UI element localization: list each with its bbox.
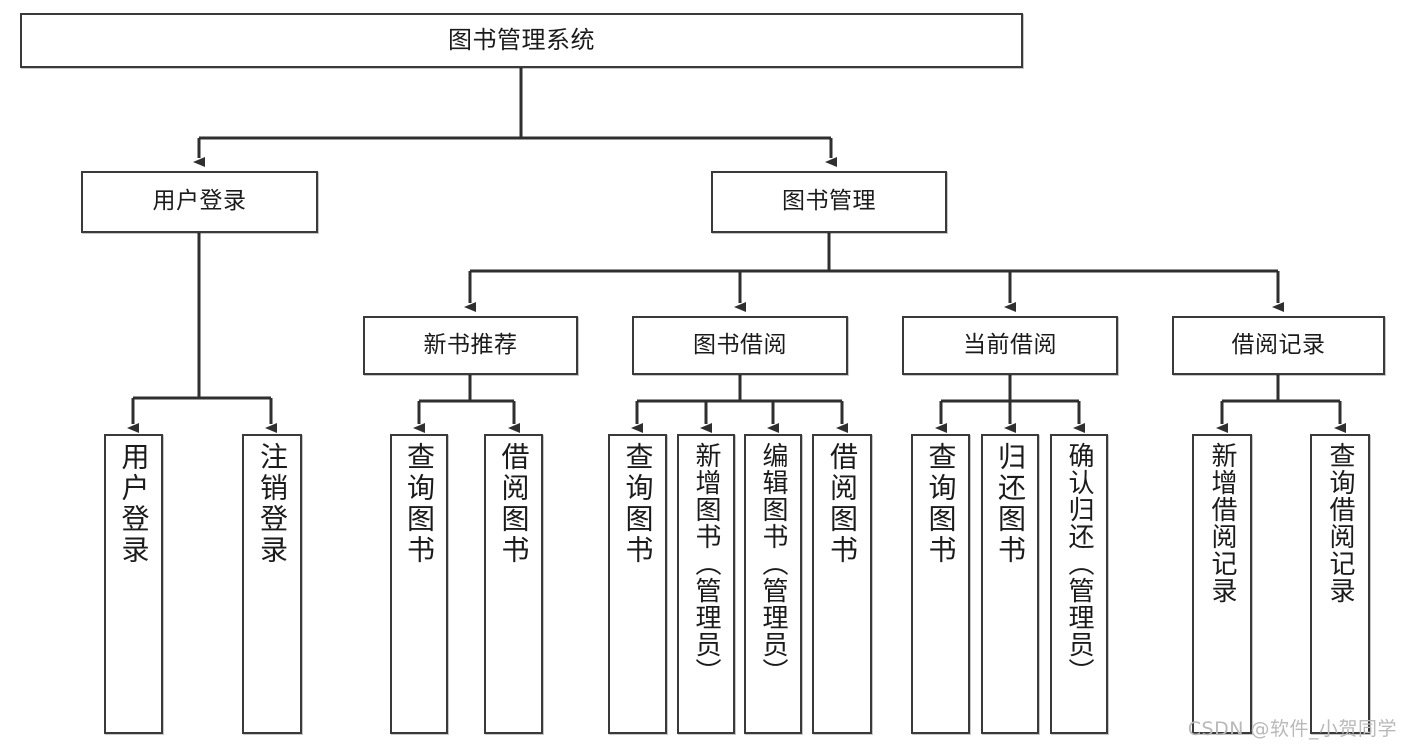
node-new-book-recommend[interactable]: 新书推荐 (363, 316, 578, 375)
node-root-label: 图书管理系统 (448, 26, 595, 55)
node-book-borrow[interactable]: 图书借阅 (632, 316, 848, 375)
leaf-edit-book[interactable]: 编辑图书（管理员） (744, 434, 802, 734)
node-borrow-record[interactable]: 借阅记录 (1172, 316, 1385, 375)
leaf-query-book-2-label: 查询图书 (621, 442, 655, 566)
leaf-return-book-label: 归还图书 (994, 442, 1027, 566)
leaf-logout-label: 注销登录 (256, 442, 289, 566)
leaf-confirm-return-label: 确认归还（管理员） (1064, 442, 1094, 685)
node-user-login-label: 用户登录 (152, 188, 247, 215)
leaf-add-book[interactable]: 新增图书（管理员） (677, 434, 735, 734)
node-book-borrow-label: 图书借阅 (693, 331, 787, 358)
watermark: CSDN @软件_小贺同学 (1187, 718, 1397, 740)
leaf-query-book-3-label: 查询图书 (924, 442, 958, 566)
node-user-login[interactable]: 用户登录 (81, 171, 318, 233)
leaf-user-login[interactable]: 用户登录 (104, 434, 163, 734)
node-root[interactable]: 图书管理系统 (20, 13, 1023, 68)
node-current-borrow-label: 当前借阅 (963, 331, 1057, 358)
leaf-query-book-3[interactable]: 查询图书 (911, 434, 970, 734)
leaf-borrow-book-1[interactable]: 借阅图书 (484, 434, 543, 734)
leaf-query-record-label: 查询借阅记录 (1325, 442, 1355, 604)
leaf-borrow-book-2-label: 借阅图书 (826, 442, 859, 566)
leaf-logout[interactable]: 注销登录 (242, 434, 302, 734)
leaf-add-record-label: 新增借阅记录 (1207, 442, 1237, 604)
node-book-manage-label: 图书管理 (782, 188, 876, 215)
leaf-add-book-label: 新增图书（管理员） (691, 442, 721, 685)
node-book-manage[interactable]: 图书管理 (711, 171, 947, 233)
leaf-edit-book-label: 编辑图书（管理员） (758, 442, 788, 685)
node-current-borrow[interactable]: 当前借阅 (902, 316, 1118, 375)
leaf-query-book-2[interactable]: 查询图书 (608, 434, 667, 734)
leaf-borrow-book-2[interactable]: 借阅图书 (812, 434, 872, 734)
leaf-borrow-book-1-label: 借阅图书 (497, 442, 531, 566)
node-borrow-record-label: 借阅记录 (1231, 331, 1326, 358)
node-new-book-recommend-label: 新书推荐 (423, 331, 518, 358)
leaf-user-login-label: 用户登录 (117, 442, 151, 566)
leaf-query-record[interactable]: 查询借阅记录 (1310, 434, 1370, 734)
leaf-confirm-return[interactable]: 确认归还（管理员） (1050, 434, 1108, 734)
leaf-query-book-1[interactable]: 查询图书 (390, 434, 448, 734)
leaf-add-record[interactable]: 新增借阅记录 (1192, 434, 1252, 734)
leaf-query-book-1-label: 查询图书 (403, 442, 436, 566)
leaf-return-book[interactable]: 归还图书 (981, 434, 1039, 734)
